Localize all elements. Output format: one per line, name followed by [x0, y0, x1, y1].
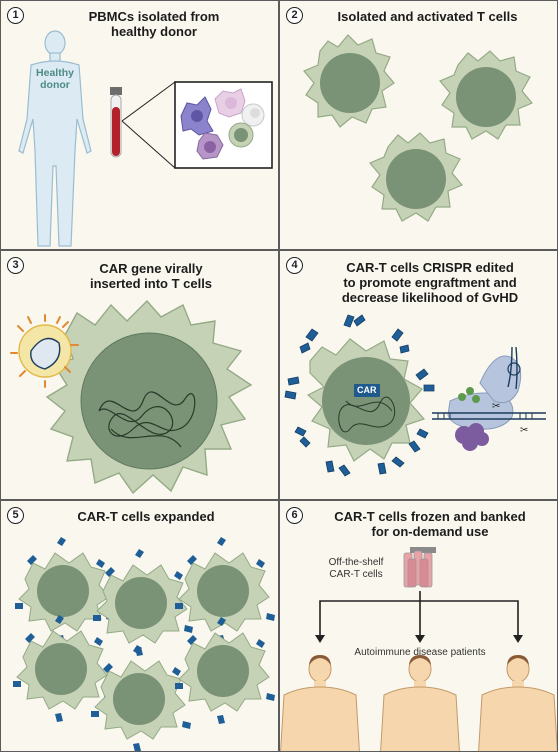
donor-label-line-2: donor [40, 79, 70, 91]
distribution-arrows [315, 591, 523, 643]
step-number-4: 4 [286, 257, 303, 274]
offshelf-label: Off-the-shelf CAR-T cells [316, 557, 396, 581]
panel-4-crispr-editing: 4 CAR-T cells CRISPR edited to promote e… [279, 250, 558, 500]
offshelf-label-line-2: CAR-T cells [329, 569, 383, 580]
panel-4-title-line-1: CAR-T cells CRISPR edited [346, 260, 514, 275]
panel-3-title-line-1: CAR gene virally [99, 261, 203, 276]
panel-2-activated-t-cells: 2 Isolated and activated T cells [279, 0, 558, 250]
step-number-2: 2 [286, 7, 303, 24]
panel-5-expansion: 5 CAR-T cells expanded [0, 500, 279, 752]
panel-3-title: CAR gene virally inserted into T cells [61, 261, 241, 291]
panel-6-banking: 6 CAR-T cells frozen and banked for on-d… [279, 500, 558, 752]
panel-2-title: Isolated and activated T cells [310, 9, 545, 24]
car-receptor-icon [284, 314, 435, 477]
patient-figure-icon [477, 654, 557, 751]
panel-2-illustration [303, 34, 533, 222]
step-number-1: 1 [7, 7, 24, 24]
panel-5-title-line-1: CAR-T cells expanded [77, 509, 215, 524]
panel-4-title-line-3: decrease likelihood of GvHD [341, 290, 519, 305]
offshelf-label-line-1: Off-the-shelf [328, 557, 384, 568]
panel-5-illustration [12, 536, 276, 751]
svg-text:✂: ✂ [520, 425, 528, 436]
panel-5-title: CAR-T cells expanded [41, 509, 251, 524]
panel-3-title-line-2: inserted into T cells [89, 276, 213, 291]
step-number-6: 6 [286, 507, 303, 524]
panel-4-illustration: ✂ ✂ [284, 314, 546, 477]
donor-figure-icon [18, 30, 92, 247]
expanded-car-t-cell-icon [14, 536, 116, 645]
panel-4-title: CAR-T cells CRISPR edited to promote eng… [310, 260, 550, 305]
step-number-5: 5 [7, 507, 24, 524]
pbmc-cells-icon [180, 88, 265, 160]
panel-2-title-line-1: Isolated and activated T cells [337, 9, 518, 24]
donor-label-line-1: Healthy [36, 67, 74, 79]
expanded-car-t-cell-icon [90, 644, 192, 751]
large-t-cell-icon [45, 299, 253, 495]
panel-3-illustration [10, 299, 253, 495]
expanded-car-t-cell-icon [174, 616, 276, 725]
svg-text:✂: ✂ [492, 401, 500, 412]
panel-6-title-line-2: for on-demand use [371, 524, 489, 539]
panel-6-title: CAR-T cells frozen and banked for on-dem… [310, 509, 550, 539]
patients-label: Autoimmune disease patients [354, 647, 486, 658]
panel-1-title: PBMCs isolated from healthy donor [59, 9, 249, 39]
t-cell-icon [303, 34, 395, 128]
t-cell-icon [369, 132, 463, 222]
panel-1-pbmc-isolation: 1 PBMCs isolated from healthy donor [0, 0, 279, 250]
t-cell-icon [439, 50, 533, 140]
panel-4-title-line-2: to promote engraftment and [343, 275, 517, 290]
panel-6-title-line-1: CAR-T cells frozen and banked [334, 509, 526, 524]
blood-tube-icon [110, 87, 122, 158]
panel-1-illustration [18, 30, 273, 247]
panel-6-illustration [280, 547, 557, 751]
donor-label: Healthy donor [29, 67, 81, 91]
crispr-cas9-icon: ✂ ✂ [432, 346, 546, 451]
patient-figure-icon [280, 654, 361, 751]
panel-1-title-line-2: healthy donor [111, 24, 197, 39]
patient-figure-icon [379, 654, 461, 751]
expanded-car-t-cell-icon [92, 548, 194, 657]
panel-3-viral-transduction: 3 CAR gene virally inserted into T cells [0, 250, 279, 500]
car-t-cell-icon [306, 338, 426, 462]
cryovial-rack-icon [403, 547, 436, 588]
step-number-3: 3 [7, 257, 24, 274]
car-label: CAR [354, 384, 380, 397]
lentivirus-icon [10, 314, 79, 388]
panel-1-title-line-1: PBMCs isolated from [88, 9, 220, 24]
